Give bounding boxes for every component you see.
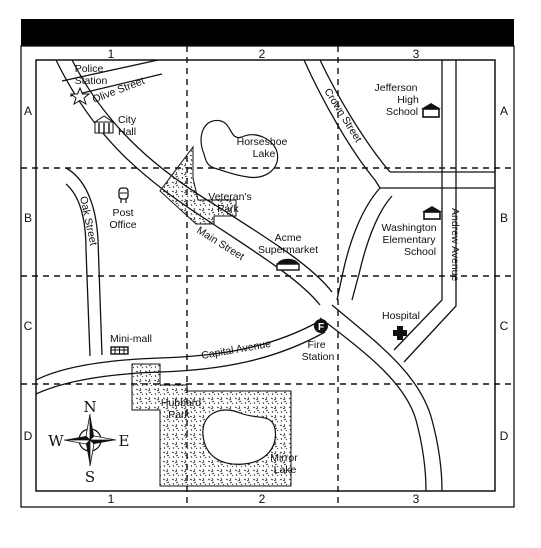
city-hall-label-2: Hall	[118, 126, 136, 138]
mini-mall-icon	[110, 346, 129, 355]
police-station-label-2: Station	[75, 75, 108, 87]
washington-road	[336, 187, 393, 301]
store-icon	[276, 258, 300, 271]
col-label-1-bottom: 1	[108, 492, 115, 506]
veterans-park	[159, 145, 237, 225]
mini-mall: Mini-mall	[110, 333, 152, 355]
jefferson-label-2: High	[397, 94, 419, 106]
row-label-b-left: B	[24, 211, 32, 225]
mailbox-icon	[118, 187, 129, 203]
compass-e: E	[119, 432, 130, 450]
compass-n: N	[83, 398, 96, 416]
washington-label-3: School	[404, 246, 436, 258]
school-icon	[421, 103, 441, 118]
mini-mall-label: Mini-mall	[110, 333, 152, 345]
crown-street-road	[303, 59, 391, 189]
washington-label-1: Washington	[381, 222, 436, 234]
jefferson-label-3: School	[386, 106, 418, 118]
capital-avenue-road	[35, 321, 326, 395]
row-label-d-left: D	[24, 429, 33, 443]
post-office-label-2: Office	[109, 219, 136, 231]
row-label-c-right: C	[500, 319, 509, 333]
row-label-b-right: B	[500, 211, 508, 225]
fire-station-label-2: Station	[302, 351, 335, 363]
main-street-road	[55, 59, 333, 306]
city-hall-icon	[93, 115, 115, 134]
row-label-c-left: C	[24, 319, 33, 333]
hubbard-park-label-2: Park	[168, 409, 190, 421]
fire-station-icon: F	[314, 319, 328, 333]
andrew-avenue-label: Andrew Avenue	[449, 208, 461, 282]
veterans-park-label-1: Veteran's	[208, 191, 251, 203]
col-label-3-top: 3	[413, 47, 420, 61]
lower-diagonal-road	[319, 304, 443, 492]
hospital-label: Hospital	[382, 310, 420, 322]
fire-station-label-1: Fire	[307, 339, 325, 351]
compass-rose: N S E W	[48, 398, 129, 486]
connector-road	[380, 171, 495, 189]
hospital: Hospital	[382, 310, 420, 340]
olive-street-road	[61, 59, 163, 97]
veterans-park-label-2: Park	[217, 203, 239, 215]
andrew-avenue-road	[393, 60, 457, 363]
acme-supermarket: Acme Supermarket	[258, 232, 318, 271]
post-office: Post Office	[109, 187, 137, 231]
fire-station-label: Fire Station	[302, 339, 335, 363]
horseshoe-lake-label-1: Horseshoe	[237, 136, 288, 148]
col-label-2-top: 2	[259, 47, 266, 61]
header-bar	[21, 19, 514, 46]
hubbard-park-label-1: Hubbard	[161, 397, 201, 409]
mirror-lake-label-1: Mirror	[270, 452, 298, 464]
main-street-label: Main Street	[194, 224, 246, 263]
police-station: Police Station	[69, 63, 108, 106]
col-label-1-top: 1	[108, 47, 115, 61]
acme-label-1: Acme	[275, 232, 302, 244]
fire-station-symbol: F	[318, 322, 324, 333]
jefferson-label-1: Jefferson	[375, 82, 418, 94]
washington-elementary-school: Washington Elementary School	[381, 206, 442, 258]
mirror-lake-label-2: Lake	[274, 464, 297, 476]
star-icon	[69, 86, 91, 106]
post-office-label-1: Post	[112, 207, 133, 219]
cross-icon	[393, 326, 407, 340]
jefferson-high-school: Jefferson High School	[375, 82, 441, 118]
city-hall: City Hall	[93, 114, 137, 138]
fire-station: F Fire Station	[302, 319, 335, 363]
compass-rose-icon	[63, 413, 117, 467]
crown-street-label: Crown Street	[321, 86, 364, 144]
col-label-2-bottom: 2	[259, 492, 266, 506]
col-label-3-bottom: 3	[413, 492, 420, 506]
school-icon	[422, 206, 442, 220]
city-hall-label-1: City	[118, 114, 137, 126]
oak-street-road	[65, 167, 103, 357]
compass-w: W	[48, 432, 64, 450]
row-label-a-right: A	[500, 104, 508, 118]
acme-label-2: Supermarket	[258, 244, 318, 256]
compass-s: S	[85, 468, 95, 486]
mirror-lake	[202, 409, 277, 465]
row-label-a-left: A	[24, 104, 32, 118]
horseshoe-lake-label-2: Lake	[253, 148, 276, 160]
washington-label-2: Elementary	[382, 234, 436, 246]
police-station-label-1: Police	[75, 63, 104, 75]
row-label-d-right: D	[500, 429, 509, 443]
